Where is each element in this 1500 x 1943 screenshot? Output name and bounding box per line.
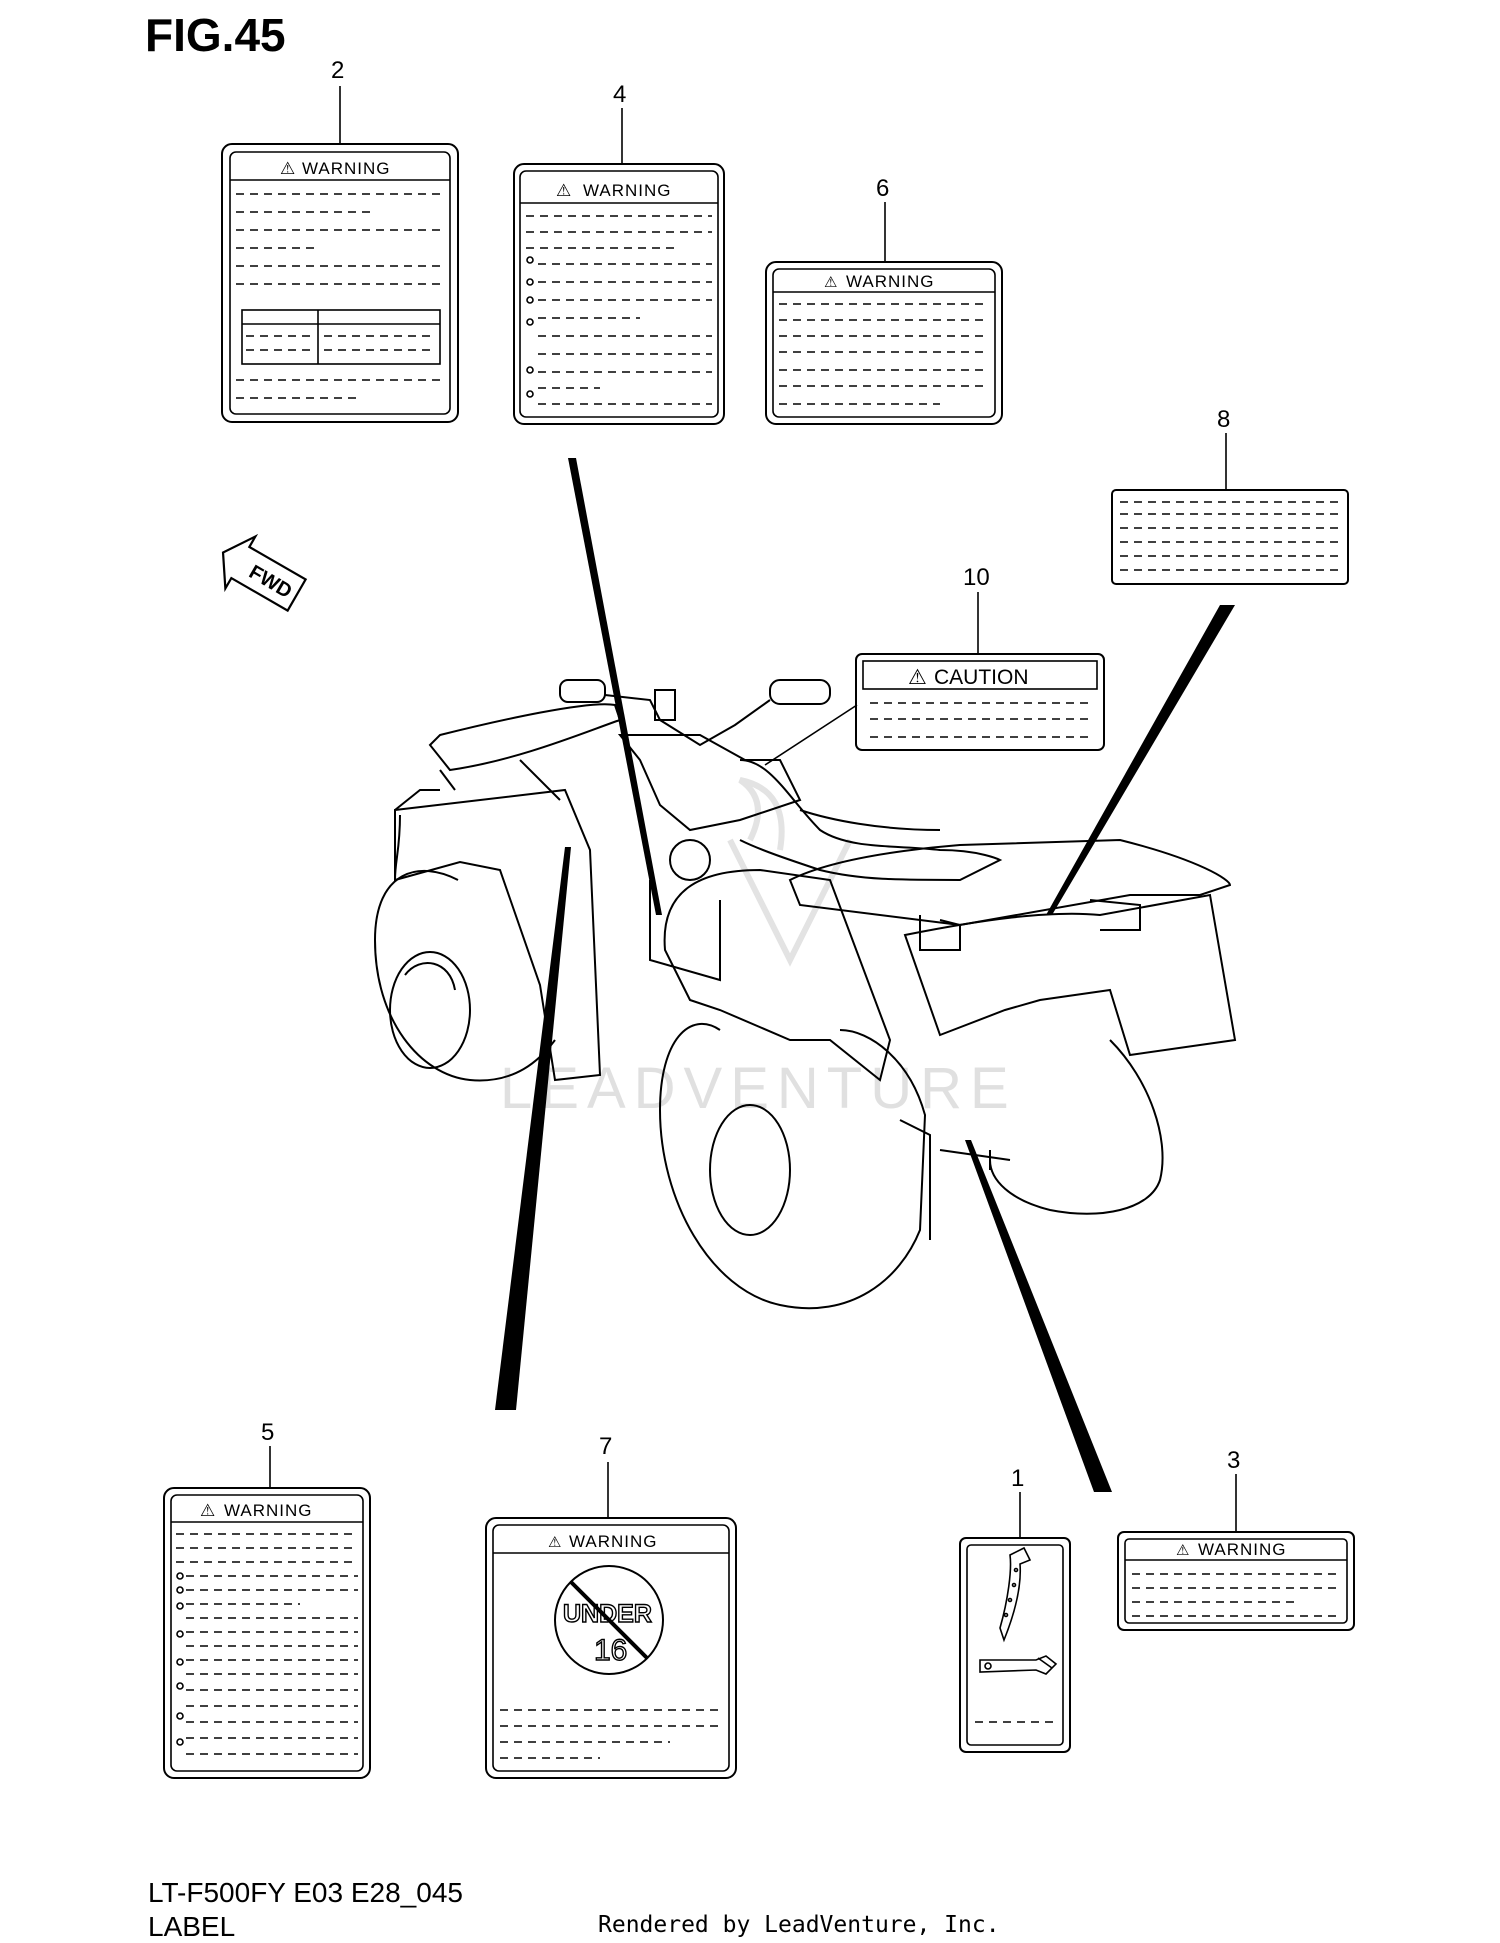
warning-triangle-icon: ⚠ (824, 274, 837, 291)
watermark-text: LEADVENTURE (500, 1056, 1017, 1121)
callout-number-10: 10 (963, 564, 990, 591)
label-10: 10 ⚠ CAUTION (855, 564, 1105, 751)
label-6-heading: WARNING (846, 272, 935, 291)
leader-line-5 (495, 847, 571, 1410)
under16-line2: 16 (594, 1634, 627, 1667)
fwd-arrow-icon: FWD (221, 533, 308, 613)
section-name: LABEL (148, 1911, 236, 1942)
leader-line-4 (568, 458, 662, 915)
label-10-heading: CAUTION (934, 666, 1029, 689)
atv-illustration (373, 679, 1237, 1310)
leader-lines (495, 458, 1235, 1492)
warning-triangle-icon: ⚠ (556, 181, 571, 200)
label-4-heading: WARNING (583, 181, 672, 200)
label-4: 4 ⚠ WARNING (513, 81, 725, 425)
callout-number-8: 8 (1217, 406, 1230, 433)
label-2-heading: WARNING (302, 159, 391, 178)
tool-icon (979, 1546, 1058, 1675)
label-8: 8 (1111, 406, 1349, 585)
figure-title: FIG.45 (145, 9, 286, 61)
warning-triangle-icon: ⚠ (908, 666, 927, 689)
callout-number-7: 7 (599, 1433, 612, 1460)
leader-line-8 (1046, 605, 1235, 915)
label-2: 2 ⚠ WARNING (221, 57, 459, 423)
warning-triangle-icon: ⚠ (200, 1501, 215, 1520)
warning-triangle-icon: ⚠ (548, 1534, 561, 1551)
leader-line-10 (764, 704, 858, 766)
label-7: 7 ⚠ WARNING UNDER 16 (485, 1433, 737, 1779)
warning-triangle-icon: ⚠ (280, 159, 295, 178)
under16-line1: UNDER (563, 1600, 652, 1628)
callout-number-5: 5 (261, 1419, 274, 1446)
render-credit: Rendered by LeadVenture, Inc. (598, 1912, 1000, 1938)
label-5: 5 ⚠ WARNING (163, 1419, 371, 1779)
label-3-heading: WARNING (1198, 1540, 1287, 1559)
callout-number-1: 1 (1011, 1465, 1024, 1492)
label-5-heading: WARNING (224, 1501, 313, 1520)
label-3: 3 ⚠ WARNING (1117, 1447, 1355, 1631)
callout-number-2: 2 (331, 57, 344, 84)
label-7-heading: WARNING (569, 1532, 658, 1551)
model-code: LT-F500FY E03 E28_045 (148, 1877, 463, 1908)
label-6: 6 ⚠ WARNING (765, 175, 1003, 425)
no-under-16-icon: UNDER 16 (554, 1565, 664, 1675)
label-1: 1 (959, 1465, 1071, 1753)
callout-number-4: 4 (613, 81, 626, 108)
leader-line-3 (965, 1140, 1112, 1492)
warning-triangle-icon: ⚠ (1176, 1542, 1189, 1559)
callout-number-6: 6 (876, 175, 889, 202)
callout-number-3: 3 (1227, 1447, 1240, 1474)
